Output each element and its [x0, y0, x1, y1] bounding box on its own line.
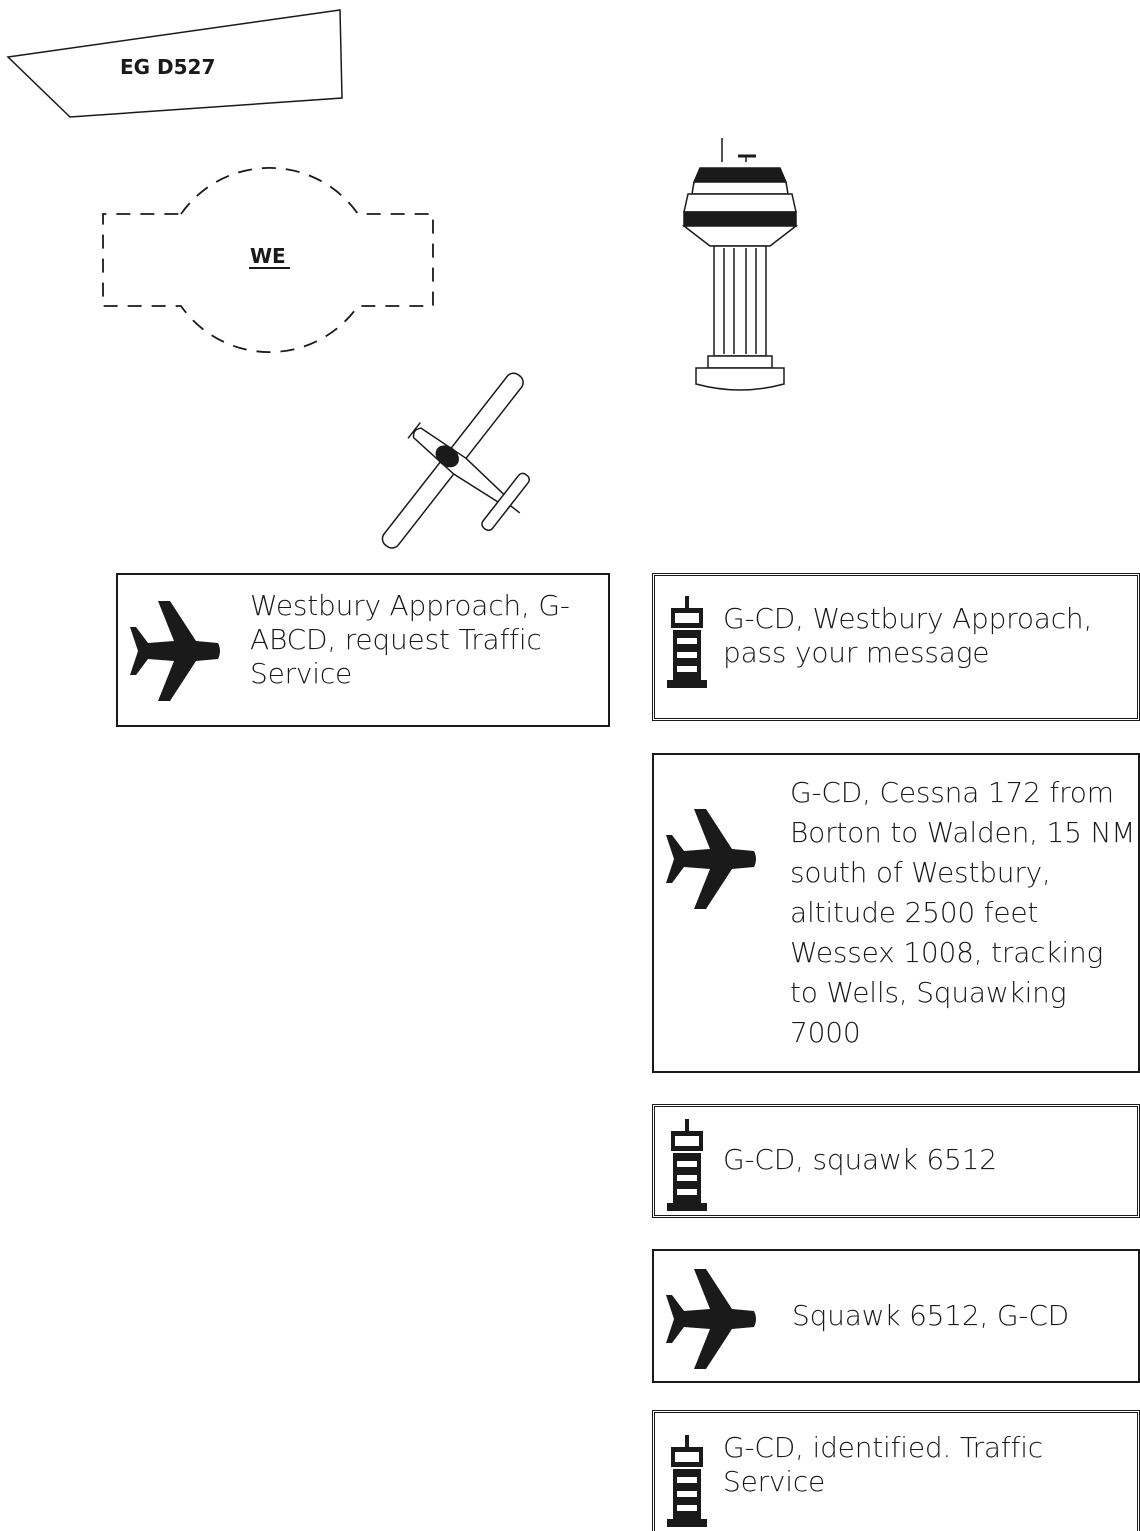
message-bubble-atc-1: G-CD, Westbury Approach, pass your messa… — [652, 573, 1140, 721]
pilot-airplane-icon — [666, 1269, 756, 1369]
message-text: G-CD, Westbury Approach, pass your messa… — [723, 602, 1133, 670]
restricted-area-label: EG D527 — [120, 55, 215, 79]
message-text: Squawk 6512, G-CD — [792, 1299, 1132, 1333]
atc-tower-icon — [667, 596, 707, 692]
message-text: G-CD, squawk 6512 — [723, 1143, 1133, 1177]
message-text: G-CD, Cessna 172 from Borton to Walden, … — [790, 773, 1138, 1053]
atc-tower-icon — [667, 1435, 707, 1531]
light-aircraft-icon — [348, 345, 587, 560]
message-bubble-pilot-1: Westbury Approach, G-ABCD, request Traff… — [116, 573, 610, 727]
scene-illustration: EG D527 WE — [0, 0, 1140, 560]
message-bubble-atc-2: G-CD, squawk 6512 — [652, 1104, 1140, 1218]
message-bubble-pilot-2: G-CD, Cessna 172 from Borton to Walden, … — [652, 753, 1140, 1073]
pilot-airplane-icon — [666, 809, 756, 909]
message-text: G-CD, identified. Traffic Service — [723, 1431, 1133, 1499]
atc-tower-icon — [667, 1119, 707, 1215]
message-text: Westbury Approach, G-ABCD, request Traff… — [250, 589, 602, 691]
atz-label: WE — [250, 244, 286, 268]
pilot-airplane-icon — [130, 601, 220, 701]
message-bubble-atc-3: G-CD, identified. Traffic Service — [652, 1410, 1140, 1531]
restricted-area-eg-d527: EG D527 — [8, 10, 342, 117]
atz-boundary: WE — [103, 168, 433, 352]
control-tower-drawing — [684, 138, 796, 390]
message-bubble-pilot-3: Squawk 6512, G-CD — [652, 1249, 1140, 1383]
